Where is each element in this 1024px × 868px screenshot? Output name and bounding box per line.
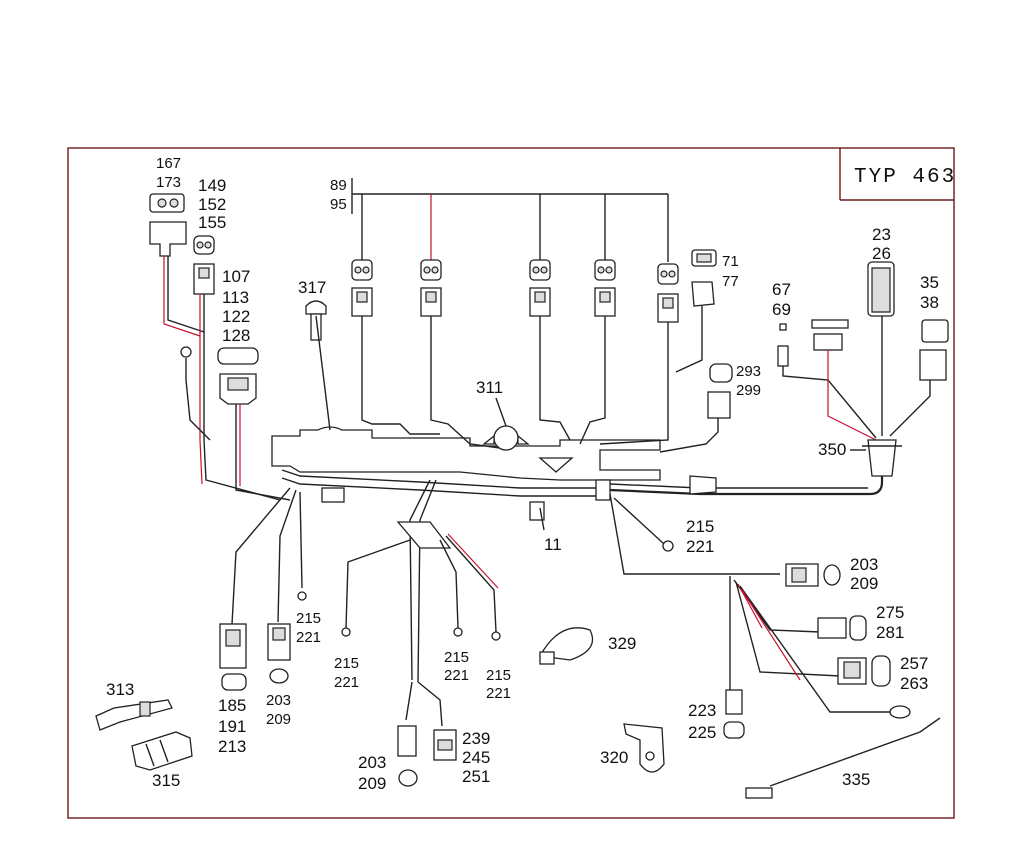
label-209-a: 209 xyxy=(850,574,878,593)
label-107: 107 xyxy=(222,267,250,286)
label-173: 173 xyxy=(156,174,181,191)
connector-167-173 xyxy=(149,193,205,337)
label-313: 313 xyxy=(106,680,134,699)
diagram-frame xyxy=(67,147,955,819)
label-221-a: 221 xyxy=(686,537,714,556)
label-23: 23 xyxy=(872,225,891,244)
label-149: 149 xyxy=(198,176,226,195)
label-257: 257 xyxy=(900,654,928,673)
plug-315 xyxy=(131,731,193,771)
label-320: 320 xyxy=(600,748,628,767)
connector-293-299 xyxy=(659,363,733,453)
label-155: 155 xyxy=(198,213,226,232)
label-185: 185 xyxy=(218,696,246,715)
label-329: 329 xyxy=(608,634,636,653)
type-title: TYP 463 xyxy=(854,166,956,189)
label-113: 113 xyxy=(222,288,249,307)
label-215-d: 215 xyxy=(444,649,469,666)
grommet-350 xyxy=(862,439,902,477)
label-167: 167 xyxy=(156,155,181,172)
label-223: 223 xyxy=(688,701,716,720)
label-69: 69 xyxy=(772,300,791,319)
ring-terminal-left xyxy=(180,346,211,441)
label-35: 35 xyxy=(920,273,939,292)
label-350: 350 xyxy=(818,440,846,459)
label-221-b: 221 xyxy=(296,629,321,646)
plug-313 xyxy=(95,699,173,731)
clip-311 xyxy=(482,397,530,451)
label-221-c: 221 xyxy=(334,674,359,691)
connector-71-77 xyxy=(675,249,717,373)
label-203-c: 203 xyxy=(358,753,386,772)
label-215-b: 215 xyxy=(296,610,321,627)
leader-lines xyxy=(539,449,866,531)
label-225: 225 xyxy=(688,723,716,742)
main-harness xyxy=(271,426,884,521)
label-275: 275 xyxy=(876,603,904,622)
label-299: 299 xyxy=(736,382,761,399)
label-221-e: 221 xyxy=(486,685,511,702)
label-11: 11 xyxy=(544,535,562,554)
lower-right-branch xyxy=(609,493,911,739)
connector-67-69 xyxy=(777,319,877,441)
label-335: 335 xyxy=(842,770,870,789)
cable-tie-329 xyxy=(538,627,594,665)
label-293: 293 xyxy=(736,363,761,380)
bolt-317 xyxy=(305,300,331,431)
label-122: 122 xyxy=(222,307,250,326)
part-labels: 167 173 149 152 155 107 113 122 128 317 … xyxy=(106,155,939,793)
type-title-box: TYP 463 xyxy=(839,148,956,201)
label-239: 239 xyxy=(462,729,490,748)
label-203-b: 203 xyxy=(266,692,291,709)
label-315: 315 xyxy=(152,771,180,790)
cable-tie-335 xyxy=(745,717,941,799)
connector-107-128 xyxy=(217,347,291,501)
label-26: 26 xyxy=(872,244,891,263)
lower-left-branch xyxy=(219,487,307,691)
label-152: 152 xyxy=(198,195,226,214)
label-209-b: 209 xyxy=(266,711,291,728)
label-281: 281 xyxy=(876,623,904,642)
label-77: 77 xyxy=(722,273,739,290)
label-213: 213 xyxy=(218,737,246,756)
label-311: 311 xyxy=(476,378,503,397)
label-95: 95 xyxy=(330,196,347,213)
label-317: 317 xyxy=(298,278,326,297)
label-215-e: 215 xyxy=(486,667,511,684)
label-221-d: 221 xyxy=(444,667,469,684)
label-67: 67 xyxy=(772,280,791,299)
label-191: 191 xyxy=(218,717,246,736)
label-128: 128 xyxy=(222,326,250,345)
label-71: 71 xyxy=(722,253,739,270)
label-215-a: 215 xyxy=(686,517,714,536)
label-215-c: 215 xyxy=(334,655,359,672)
label-203-a: 203 xyxy=(850,555,878,574)
lower-middle-branch xyxy=(341,479,501,787)
bracket-320 xyxy=(623,723,665,773)
label-251: 251 xyxy=(462,767,490,786)
connector-35-38 xyxy=(889,319,949,437)
connector-group-89-95 xyxy=(351,178,679,449)
label-245: 245 xyxy=(462,748,490,767)
label-89: 89 xyxy=(330,177,347,194)
label-263: 263 xyxy=(900,674,928,693)
label-38: 38 xyxy=(920,293,939,312)
connector-23-26 xyxy=(867,261,895,436)
connector-149-155 xyxy=(193,235,281,501)
label-209-c: 209 xyxy=(358,774,386,793)
